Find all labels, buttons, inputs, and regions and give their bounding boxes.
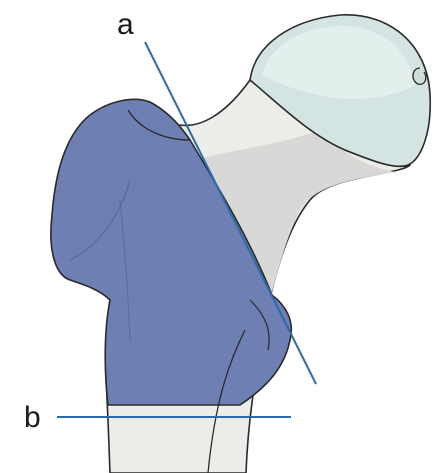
label-b: b	[24, 401, 41, 434]
label-a: a	[117, 8, 134, 41]
